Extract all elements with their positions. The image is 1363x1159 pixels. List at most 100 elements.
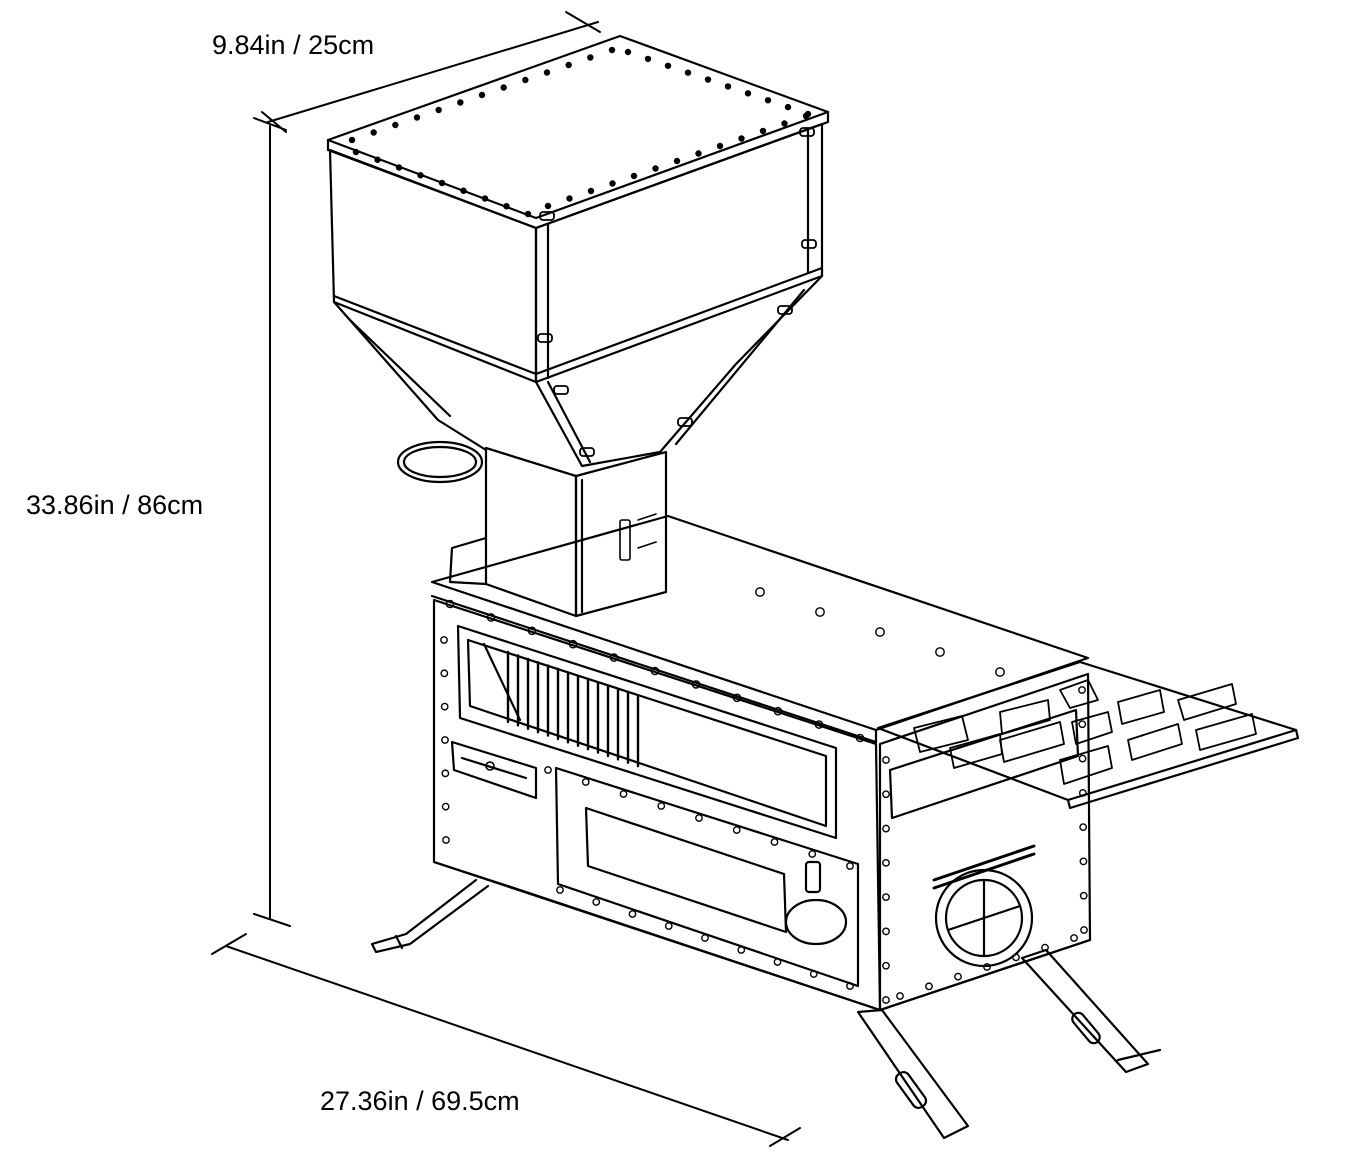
rivet	[724, 83, 732, 90]
rivet	[652, 165, 659, 172]
rivet	[581, 778, 590, 786]
rivet	[445, 599, 455, 609]
rivet	[413, 114, 421, 121]
rivet	[440, 702, 449, 711]
rivet	[522, 76, 529, 84]
rivet	[759, 127, 767, 135]
leg-left	[370, 878, 490, 954]
rivet	[737, 946, 746, 954]
rivet	[1080, 926, 1088, 934]
rivet	[701, 934, 709, 942]
leg-back-right	[1020, 948, 1150, 1074]
body-rivets	[440, 587, 1088, 1004]
rivet	[882, 824, 890, 833]
rivet	[644, 55, 652, 63]
rivet	[544, 202, 552, 210]
rivet	[781, 120, 788, 127]
rivet	[925, 982, 933, 991]
rivet	[1079, 823, 1088, 832]
rivet	[882, 961, 890, 970]
rivet	[624, 48, 632, 56]
rivet	[392, 121, 399, 129]
leg-front-right	[856, 1008, 970, 1140]
rivet	[374, 156, 381, 163]
rivet	[592, 898, 601, 906]
rivet	[1070, 934, 1078, 942]
lid-rivets	[348, 46, 812, 218]
stove-side	[878, 672, 1092, 1012]
rivet	[565, 61, 572, 69]
rivet	[995, 667, 1005, 677]
width-dim-line	[225, 945, 789, 1141]
rivet	[440, 669, 449, 678]
rivet	[784, 103, 792, 111]
rivet	[896, 992, 904, 1000]
rivet	[882, 893, 890, 902]
side-shelf	[876, 660, 1300, 810]
rivet	[954, 972, 962, 981]
rivet	[543, 69, 551, 76]
rivet	[524, 210, 532, 218]
depth-dim-line	[267, 21, 599, 123]
rivet	[527, 626, 537, 636]
rivet	[370, 129, 377, 136]
rivet	[695, 814, 703, 822]
rivet	[348, 136, 356, 144]
stove-front	[432, 598, 882, 1012]
rivet	[441, 802, 450, 811]
rivet	[764, 97, 772, 104]
damper-knob	[784, 898, 848, 946]
rivet	[814, 720, 824, 729]
rivet	[457, 99, 464, 106]
firebox	[430, 514, 1092, 1012]
rivet	[587, 54, 594, 61]
rivet	[846, 862, 854, 870]
rivet	[738, 135, 745, 142]
rivet	[773, 706, 783, 716]
rivet	[882, 996, 890, 1004]
rivet	[673, 157, 681, 165]
rivet	[875, 627, 885, 637]
rivet	[983, 963, 991, 971]
rivet	[716, 142, 724, 150]
rivet	[695, 150, 702, 157]
rivet	[935, 647, 945, 657]
rivet	[442, 836, 450, 844]
rivet	[882, 756, 890, 764]
rivet	[486, 613, 496, 622]
rivet	[882, 790, 890, 799]
rivet	[609, 180, 616, 187]
rivet	[650, 666, 660, 676]
rivet	[664, 922, 673, 930]
rivet	[704, 76, 712, 83]
ring-handle	[396, 440, 484, 484]
feed-neck	[396, 440, 668, 618]
hopper-lid	[326, 34, 830, 220]
rivet	[732, 826, 741, 834]
rivet	[628, 910, 637, 918]
rivet	[1078, 754, 1087, 763]
rivet	[609, 653, 619, 662]
rivet	[441, 736, 449, 744]
rivet	[481, 195, 489, 202]
rivet	[882, 858, 890, 867]
rivet	[773, 958, 782, 966]
rivet	[478, 91, 486, 99]
rivet	[855, 733, 865, 743]
rivet	[438, 179, 446, 187]
stove-top	[430, 514, 1090, 732]
depth-dimension-label: 9.84in / 25cm	[212, 30, 375, 60]
rivet	[1078, 720, 1087, 729]
rivet	[657, 802, 666, 810]
rivet	[846, 982, 854, 990]
rivet	[435, 106, 442, 114]
rivet	[619, 790, 628, 798]
rivet	[440, 636, 448, 644]
rivet	[566, 195, 573, 202]
rivet	[808, 850, 817, 858]
rivet	[732, 693, 742, 703]
rivet	[770, 838, 779, 846]
rivet	[691, 680, 701, 689]
